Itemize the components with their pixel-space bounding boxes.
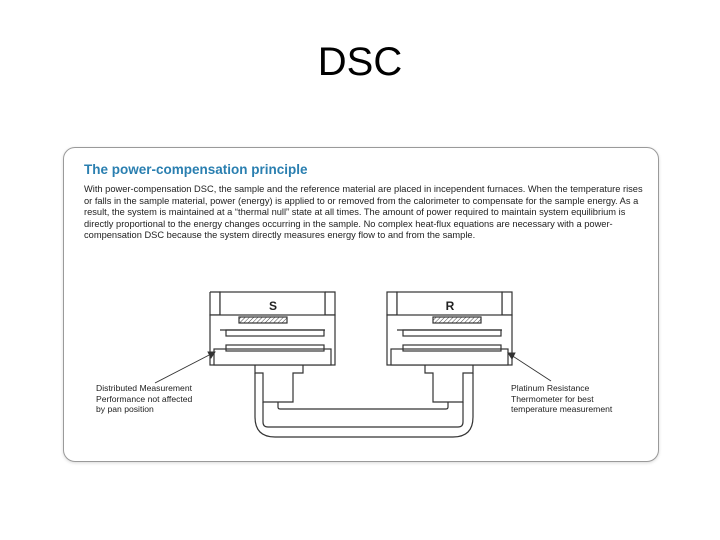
panel-heading: The power-compensation principle — [84, 162, 308, 177]
connecting-tube — [254, 373, 474, 438]
slide-title: DSC — [317, 40, 403, 84]
dsc-furnace-diagram: S R — [154, 291, 552, 438]
sample-label: S — [269, 299, 277, 313]
left-callout: Distributed Measurement Performance not … — [96, 383, 193, 415]
callout-leaders — [154, 351, 552, 384]
reference-label: R — [446, 299, 455, 313]
right-callout: Platinum Resistance Thermometer for best… — [511, 383, 613, 415]
reference-furnace — [386, 291, 513, 403]
sample-furnace — [209, 291, 336, 403]
panel-description: With power-compensation DSC, the sample … — [84, 184, 643, 241]
